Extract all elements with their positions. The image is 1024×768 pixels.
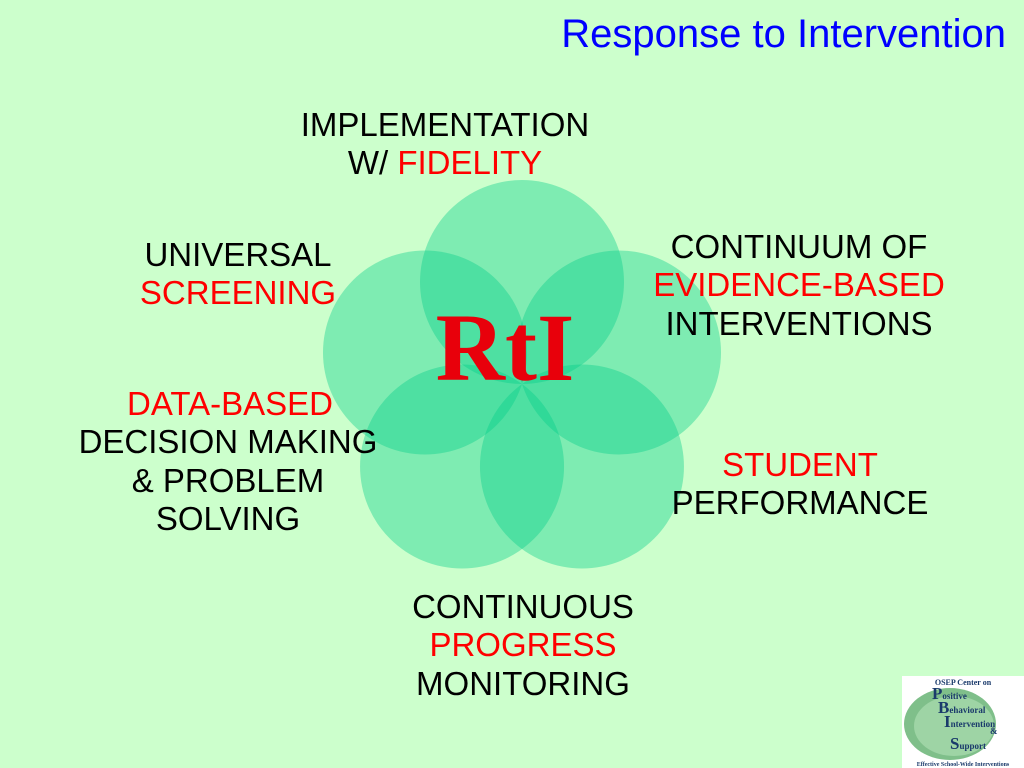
label-line: PERFORMANCE	[671, 484, 929, 522]
label-line: MONITORING	[416, 664, 630, 702]
label-line: UNIVERSAL	[144, 236, 332, 273]
logo-word: Positive	[932, 684, 967, 704]
logo-word: Support	[950, 734, 986, 754]
label-line: CONTINUOUS	[412, 588, 634, 625]
label-universal-screening: UNIVERSAL SCREENING	[88, 236, 388, 313]
petal-right	[517, 250, 722, 455]
label-data-based-decision: DATA-BASED DECISION MAKING & PROBLEM SOL…	[8, 385, 448, 538]
slide-title: Response to Intervention	[561, 12, 1006, 56]
petal-left	[322, 250, 527, 455]
label-line: IMPLEMENTATION	[300, 106, 590, 143]
label-line: DATA-BASED	[10, 385, 450, 423]
logo-initial: I	[944, 712, 951, 731]
label-text: W/	[347, 144, 398, 182]
label-line-red: STUDENT	[722, 446, 878, 483]
petal-bottom-left	[360, 364, 565, 569]
label-continuum-interventions: CONTINUUM OF EVIDENCE-BASED INTERVENTION…	[594, 228, 1004, 343]
label-student-performance: STUDENT PERFORMANCE	[610, 446, 990, 523]
logo-word-rest: upport	[959, 741, 986, 751]
label-line-red: PROGRESS	[429, 626, 617, 664]
label-continuous-progress: CONTINUOUS PROGRESS MONITORING	[323, 588, 723, 703]
label-line-red: SCREENING	[139, 274, 337, 312]
petal-group	[322, 180, 722, 569]
petal-bottom-right	[479, 364, 684, 569]
logo-word-rest: ntervention	[950, 719, 996, 729]
label-text-red: FIDELITY	[397, 144, 543, 182]
logo-emblem	[904, 688, 996, 760]
label-line: CONTINUUM OF	[670, 228, 928, 265]
label-line: & PROBLEM	[131, 461, 325, 499]
logo-word-rest: ehavioral	[949, 705, 986, 715]
label-line-red: EVIDENCE-BASED	[653, 266, 945, 304]
logo-word-rest: &	[990, 726, 998, 736]
rti-center-label: RtI	[435, 294, 575, 401]
label-line: INTERVENTIONS	[665, 304, 933, 342]
label-line: W/ FIDELITY	[245, 144, 645, 182]
label-text-red: DATA-BASED	[127, 385, 333, 422]
label-line: DECISION MAKING	[78, 423, 378, 461]
logo-word: Intervention	[944, 712, 995, 732]
logo-initial: S	[950, 734, 960, 753]
petal-top	[420, 180, 624, 384]
label-line: SOLVING	[155, 499, 301, 537]
logo-word: &	[990, 726, 998, 736]
logo-word-rest: ositive	[942, 691, 967, 701]
logo-initial: B	[938, 698, 950, 717]
label-implementation-fidelity: IMPLEMENTATION W/ FIDELITY	[245, 106, 645, 183]
logo-bottom-text: Effective School-Wide Interventions	[916, 762, 1010, 768]
logo-initial: P	[932, 684, 943, 703]
logo-top-text: OSEP Center on	[934, 678, 992, 687]
logo-word: Behavioral	[938, 698, 985, 718]
